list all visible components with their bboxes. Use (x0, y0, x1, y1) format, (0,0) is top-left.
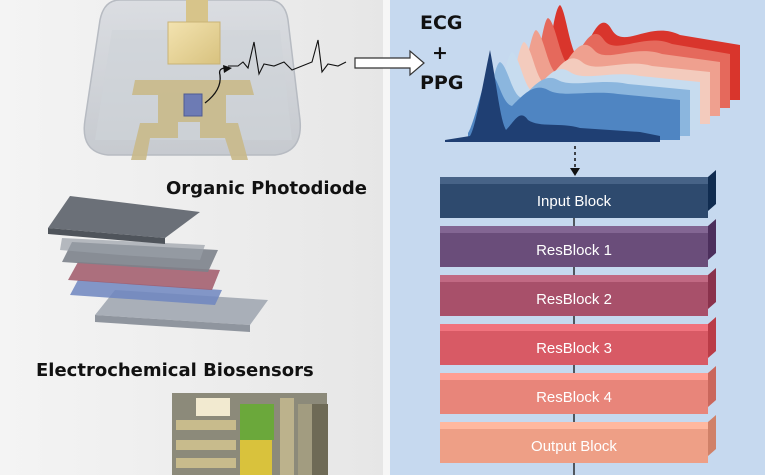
dashed-arrow (570, 146, 580, 176)
network-block-resblock-2: ResBlock 2 (440, 268, 716, 316)
waveform-stack (445, 5, 740, 142)
signal-label-ecg: ECG (420, 12, 463, 34)
block-top-face (440, 324, 708, 331)
block-top-face (440, 275, 708, 282)
block-top-face (440, 373, 708, 380)
block-top-face (440, 226, 708, 233)
caption-electrochemical-biosensors: Electrochemical Biosensors (36, 360, 314, 381)
electrochemical-biosensor-illustration (48, 196, 268, 332)
signal-label-ppg: PPG (420, 72, 464, 94)
block-top-face (440, 422, 708, 429)
caption-organic-photodiode: Organic Photodiode (166, 178, 367, 199)
network-block-resblock-1: ResBlock 1 (440, 219, 716, 267)
network-block-resblock-3: ResBlock 3 (440, 317, 716, 365)
network-block-output: Output Block (440, 415, 716, 463)
signal-label-plus: + (432, 42, 448, 64)
block-label: Input Block (536, 192, 612, 210)
block-side-face (708, 317, 716, 358)
block-side-face (708, 366, 716, 407)
block-label: ResBlock 2 (536, 290, 612, 308)
block-label: Output Block (531, 437, 617, 455)
block-side-face (708, 219, 716, 260)
block-label: ResBlock 3 (536, 339, 612, 357)
block-top-face (440, 177, 708, 184)
block-label: ResBlock 4 (536, 388, 612, 406)
block-side-face (708, 170, 716, 211)
flow-arrow (354, 49, 425, 77)
block-side-face (708, 415, 716, 456)
block-label: ResBlock 1 (536, 241, 612, 259)
sensor-array-illustration (172, 393, 328, 475)
panel-divider (383, 0, 390, 475)
block-side-face (708, 268, 716, 309)
organic-photodiode-illustration (83, 0, 347, 160)
network-block-resblock-4: ResBlock 4 (440, 366, 716, 414)
network-block-input: Input Block (440, 170, 716, 218)
